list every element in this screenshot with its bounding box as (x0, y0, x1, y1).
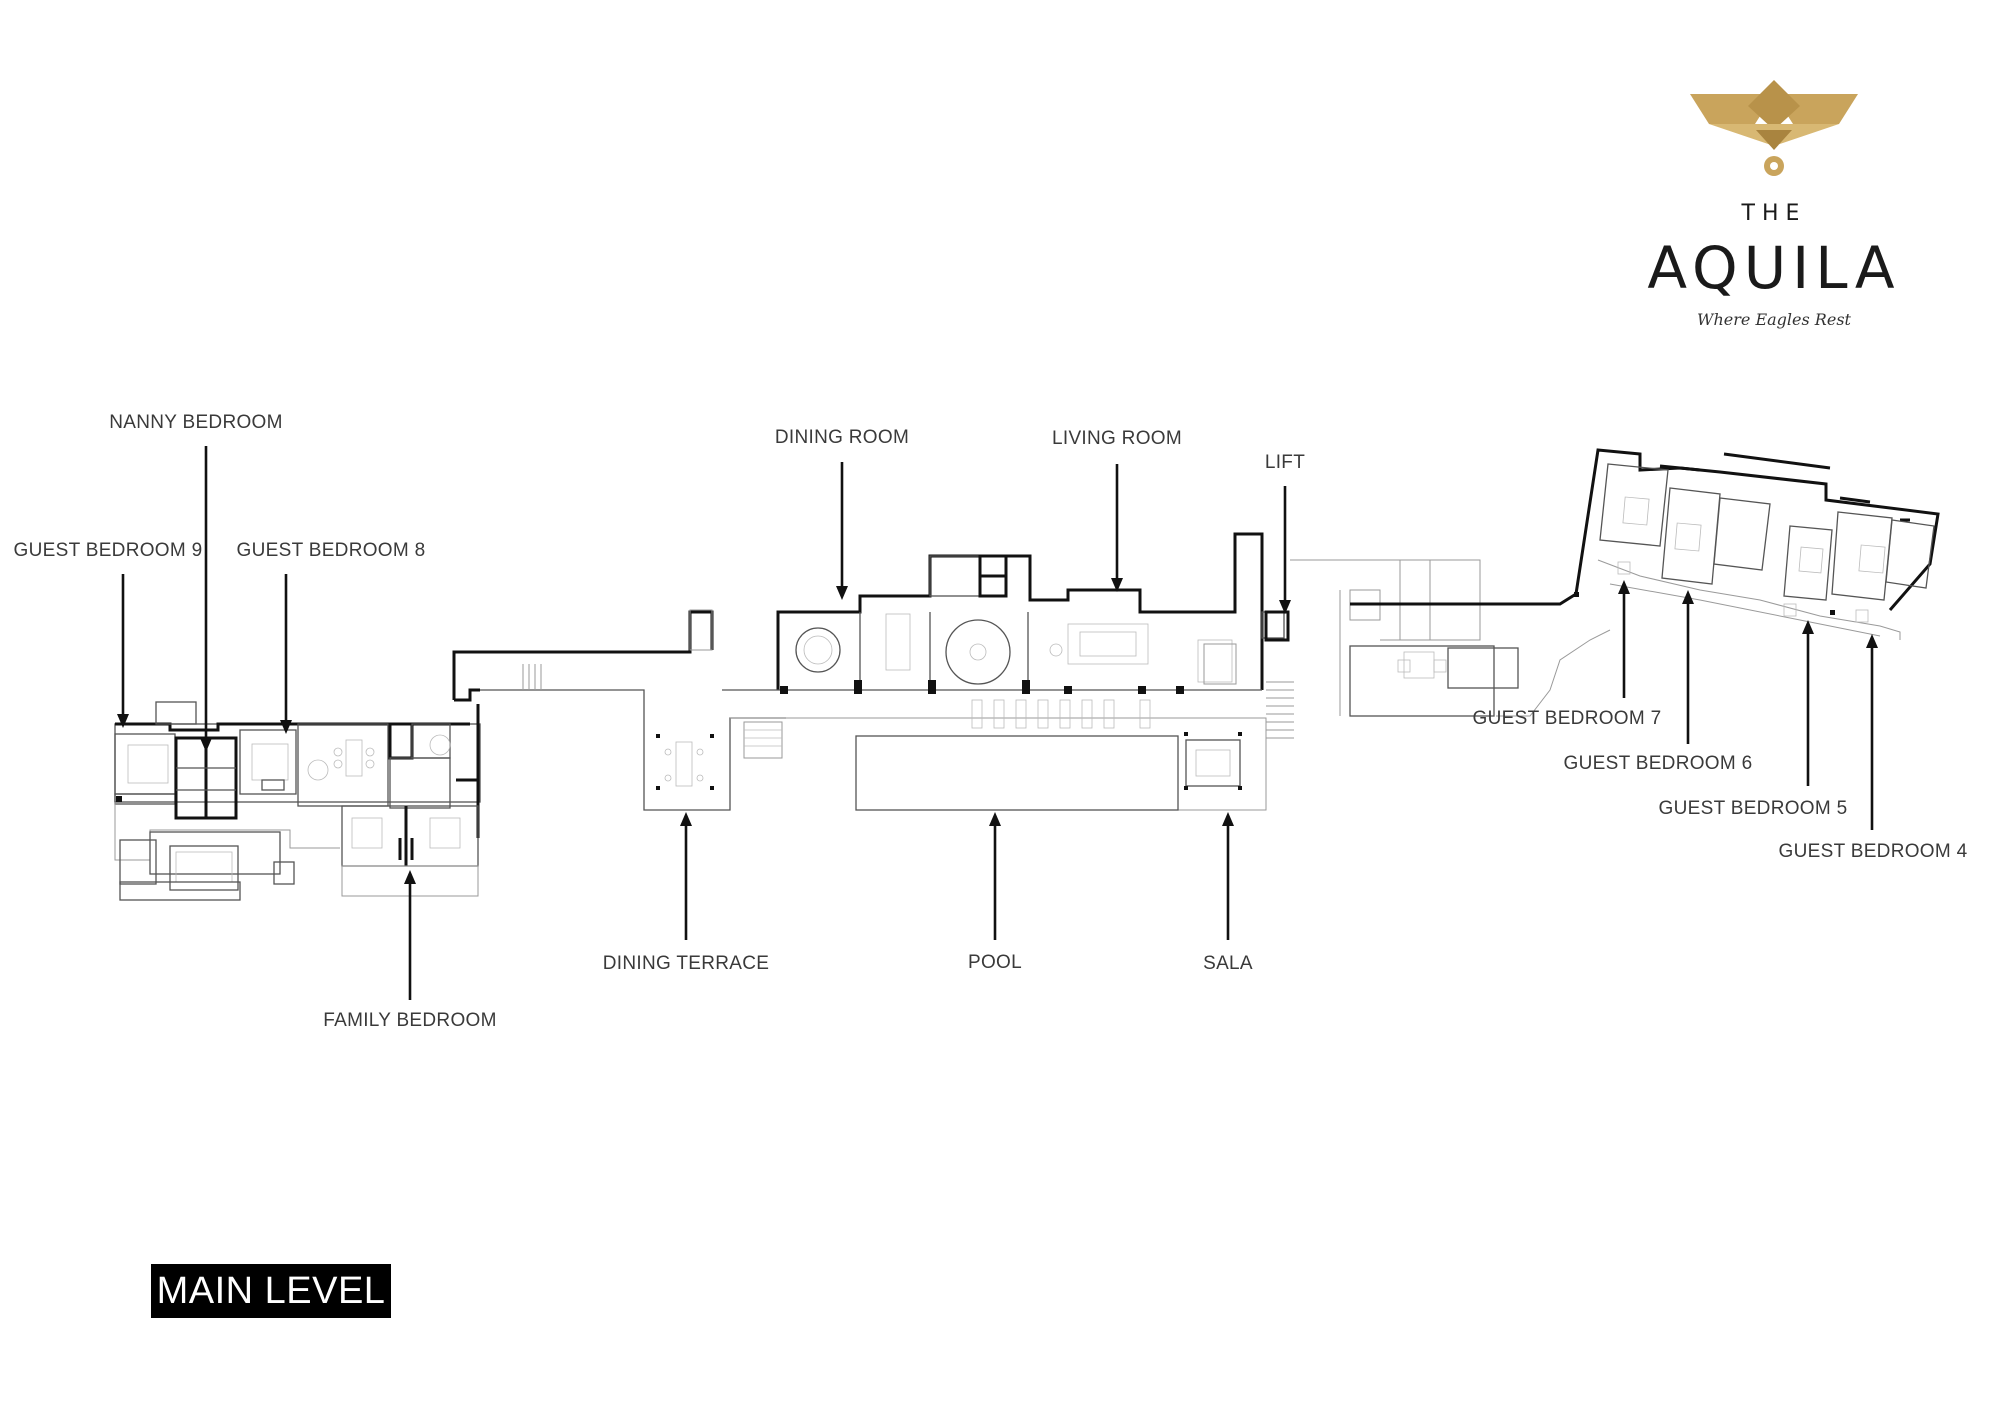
label-dining-room: DINING ROOM (775, 427, 909, 448)
right-wing-plan (1350, 448, 1940, 640)
label-guest-bedroom-7: GUEST BEDROOM 7 (1473, 708, 1662, 729)
label-family-bedroom: FAMILY BEDROOM (323, 1010, 496, 1031)
label-living-room: LIVING ROOM (1052, 428, 1182, 449)
label-guest-bedroom-6: GUEST BEDROOM 6 (1564, 753, 1753, 774)
brand-the-text: THE (1741, 201, 1807, 226)
sun-loungers (971, 699, 1151, 729)
label-nanny-bedroom: NANNY BEDROOM (109, 412, 283, 433)
label-sala: SALA (1203, 953, 1253, 974)
label-dining-terrace: DINING TERRACE (603, 953, 769, 974)
eagle-logo-icon (1690, 80, 1858, 176)
dining-terrace-plan (480, 609, 786, 811)
label-guest-bedroom-8: GUEST BEDROOM 8 (237, 540, 426, 561)
east-courtyard-plan (1264, 559, 1611, 717)
left-wing-plan (114, 610, 714, 901)
label-lift: LIFT (1265, 452, 1305, 473)
room-labels: NANNY BEDROOM GUEST BEDROOM 9 GUEST BEDR… (14, 412, 1968, 1031)
central-pavilion-plan (722, 532, 1294, 811)
label-pool: POOL (968, 952, 1022, 973)
brand-tagline-text: Where Eagles Rest (1697, 310, 1851, 329)
label-guest-bedroom-9: GUEST BEDROOM 9 (14, 540, 203, 561)
label-guest-bedroom-5: GUEST BEDROOM 5 (1659, 798, 1848, 819)
level-label: MAIN LEVEL (151, 1264, 391, 1318)
label-guest-bedroom-4: GUEST BEDROOM 4 (1779, 841, 1968, 862)
brand-logo: THE AQUILA Where Eagles Rest (1647, 80, 1900, 329)
brand-name-text: AQUILA (1647, 234, 1900, 302)
